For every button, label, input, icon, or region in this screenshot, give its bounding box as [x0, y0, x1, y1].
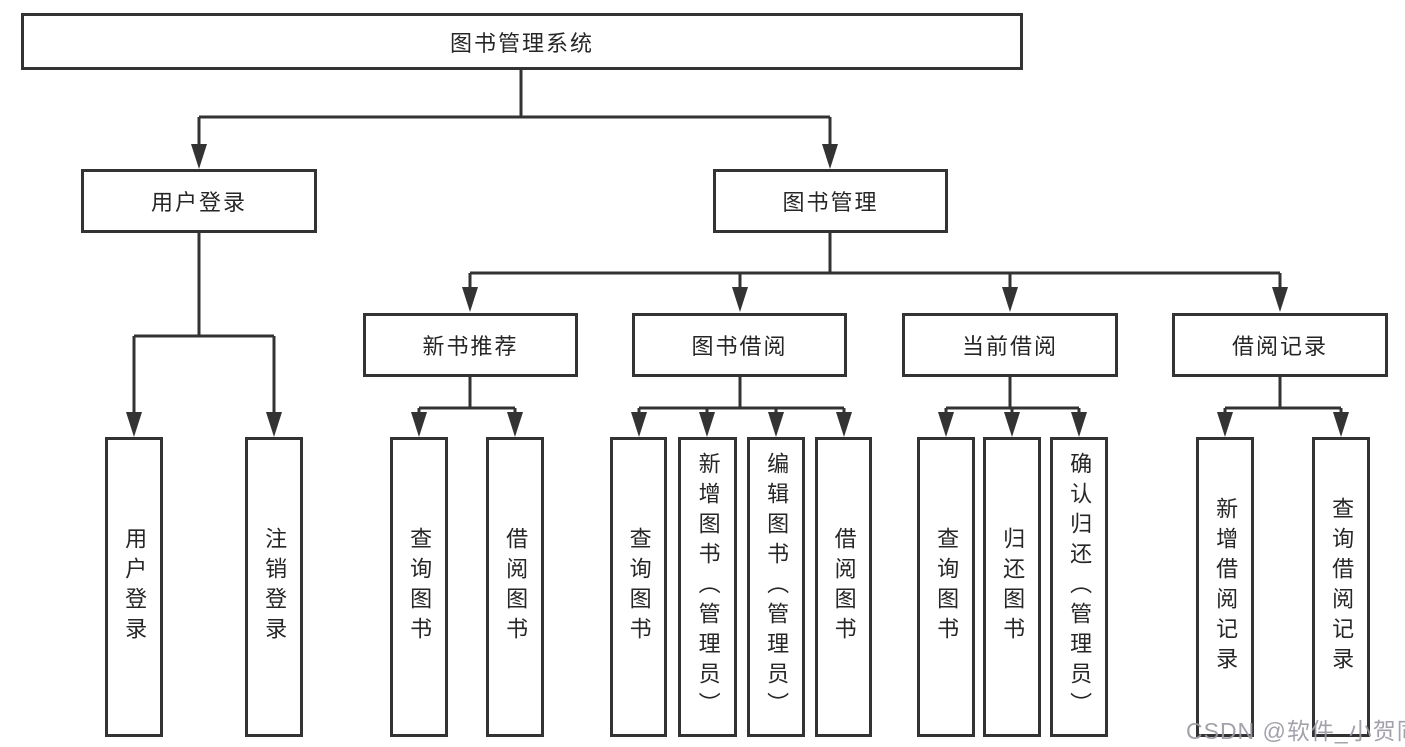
node-root: 图书管理系统 — [21, 13, 1023, 70]
node-user-login: 用户登录 — [81, 169, 317, 233]
leaf-borrow-books-2-label: 借阅图书 — [831, 527, 857, 647]
leaf-add-borrow-record-label: 新增借阅记录 — [1213, 497, 1239, 677]
leaf-edit-book-admin-label: 编辑图书（管理员） — [764, 452, 790, 722]
node-current-borrow: 当前借阅 — [902, 313, 1118, 377]
leaf-query-books-2: 查询图书 — [610, 437, 667, 737]
node-book-management: 图书管理 — [713, 169, 948, 233]
leaf-add-borrow-record: 新增借阅记录 — [1196, 437, 1254, 737]
node-book-borrow: 图书借阅 — [632, 313, 847, 377]
leaf-borrow-books-2: 借阅图书 — [815, 437, 872, 737]
leaf-confirm-return-admin: 确认归还（管理员） — [1050, 437, 1108, 737]
leaf-user-login: 用户登录 — [105, 437, 163, 737]
leaf-query-books-1: 查询图书 — [390, 437, 448, 737]
leaf-logout-label: 注销登录 — [262, 527, 288, 647]
leaf-query-books-1-label: 查询图书 — [407, 527, 433, 647]
node-borrow-records: 借阅记录 — [1172, 313, 1388, 377]
leaf-return-books-label: 归还图书 — [1000, 527, 1026, 647]
watermark: CSDN @软件_小贺同学 — [1186, 718, 1405, 744]
leaf-borrow-books-1-label: 借阅图书 — [503, 527, 529, 647]
leaf-add-book-admin-label: 新增图书（管理员） — [695, 452, 721, 722]
leaf-confirm-return-admin-label: 确认归还（管理员） — [1067, 452, 1093, 722]
leaf-user-login-label: 用户登录 — [122, 527, 148, 647]
leaf-query-borrow-record-label: 查询借阅记录 — [1329, 497, 1355, 677]
leaf-logout: 注销登录 — [245, 437, 303, 737]
leaf-query-books-2-label: 查询图书 — [626, 527, 652, 647]
leaf-borrow-books-1: 借阅图书 — [486, 437, 544, 737]
leaf-edit-book-admin: 编辑图书（管理员） — [747, 437, 805, 737]
leaf-add-book-admin: 新增图书（管理员） — [678, 437, 737, 737]
node-new-book-recommend: 新书推荐 — [363, 313, 578, 377]
leaf-query-borrow-record: 查询借阅记录 — [1312, 437, 1370, 737]
leaf-return-books: 归还图书 — [983, 437, 1041, 737]
leaf-query-books-3-label: 查询图书 — [934, 527, 960, 647]
leaf-query-books-3: 查询图书 — [917, 437, 975, 737]
